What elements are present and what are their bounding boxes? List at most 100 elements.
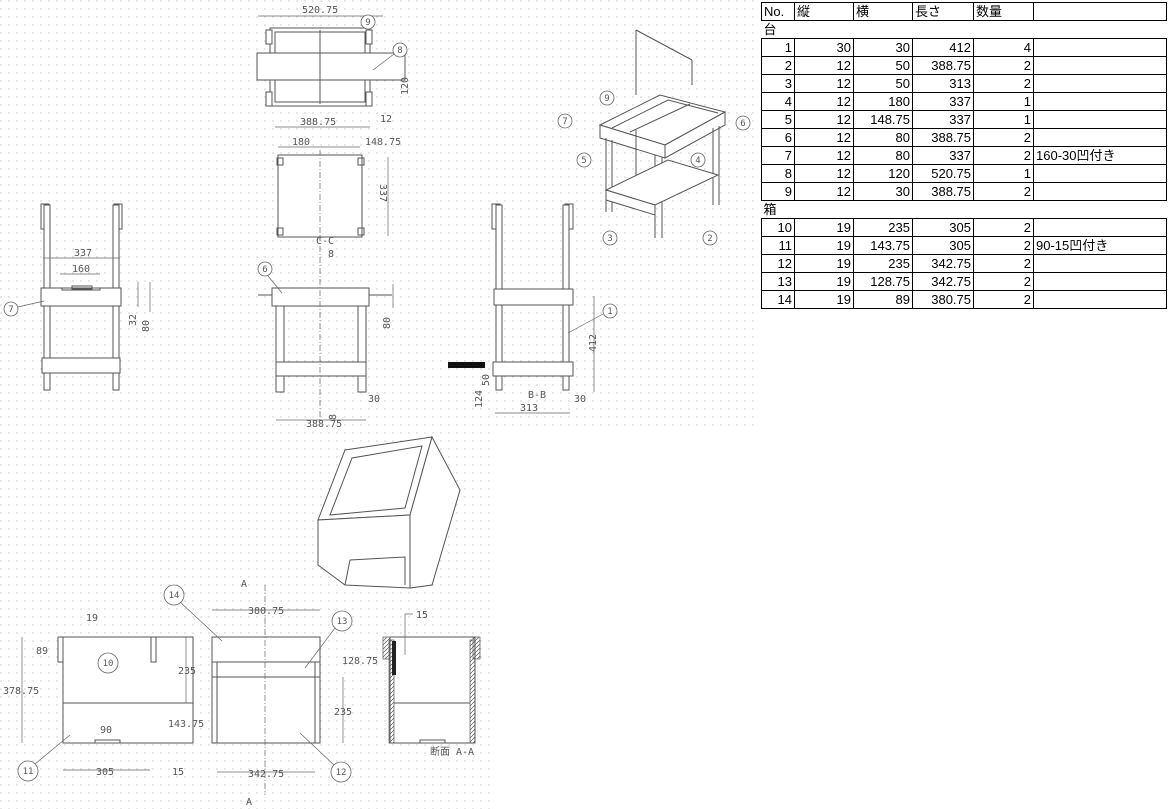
table-cell: 12 (794, 146, 854, 165)
table-cell (1033, 254, 1167, 273)
table-cell: 90-15凹付き (1033, 236, 1167, 255)
dimension-label: 30 (368, 394, 380, 405)
table-cell: 235 (853, 218, 913, 237)
dimension-label: 30 (574, 394, 586, 405)
table-cell: 19 (794, 272, 854, 291)
dimension-label: A (241, 579, 247, 590)
dimension-label: 8 (328, 249, 334, 260)
isometric-stand: 9 7 6 5 4 3 2 (557, 29, 751, 246)
table-cell: 19 (794, 290, 854, 309)
drawing-stroke (357, 227, 365, 236)
table-cell: 1 (973, 92, 1034, 111)
section-label-row: 台 (762, 21, 1167, 39)
drawing-stroke (330, 761, 352, 783)
table-cell: 5 (761, 110, 795, 129)
balloon-number: 1 (607, 307, 612, 317)
table-cell: 128.75 (853, 272, 913, 291)
drawing-stroke (602, 303, 618, 319)
drawing-stroke (275, 361, 367, 377)
table-cell: 342.75 (912, 254, 974, 273)
table-cell: 89 (853, 290, 913, 309)
drawing-stroke (256, 52, 406, 81)
table-cell: 12 (794, 128, 854, 147)
drawing-stroke (265, 29, 273, 45)
dimension-label: B-B (528, 390, 546, 401)
drawing-stroke (557, 113, 573, 129)
dimension-label: 180 (292, 137, 310, 148)
dimension-label: 305 (96, 767, 114, 778)
drawing-stroke (357, 157, 365, 166)
table-cell: 30 (853, 38, 913, 57)
section-label: 台 (763, 22, 777, 37)
table-cell: 11 (761, 236, 795, 255)
table-cell: 2 (973, 236, 1034, 255)
table-cell (1033, 110, 1167, 129)
drawing-stroke (344, 556, 406, 586)
table-cell: 50 (853, 74, 913, 93)
dimension-label: C-C (316, 236, 334, 247)
drawing-stroke (267, 275, 283, 294)
balloon-number: 7 (562, 117, 567, 127)
table-cell: 1 (761, 38, 795, 57)
drawing-stroke (576, 152, 592, 168)
drawing-stroke (404, 613, 413, 655)
dimension-label: 160 (72, 264, 90, 275)
drawing-stroke (492, 361, 574, 377)
balloon-number: 14 (169, 591, 180, 601)
balloon-number: 7 (8, 305, 13, 315)
table-cell: 2 (973, 74, 1034, 93)
dimension-label: 143.75 (168, 719, 204, 730)
table-cell: 10 (761, 218, 795, 237)
drawing-stroke (299, 732, 335, 766)
drawing-stroke (372, 53, 395, 71)
table-cell: 388.75 (912, 128, 974, 147)
drawing-stroke (419, 739, 446, 743)
drawing-stroke (3, 301, 19, 317)
balloon-number: 5 (581, 156, 586, 166)
balloon-number: 9 (365, 18, 370, 28)
front-view: 8 80 30 388.75 8 6 (257, 235, 394, 430)
drawing-stroke (40, 287, 122, 307)
drawing-stroke (41, 357, 121, 374)
table-cell: 30 (853, 182, 913, 201)
table-cell: 12 (794, 92, 854, 111)
drawing-stroke (34, 734, 71, 765)
dimension-label: 380.75 (248, 606, 284, 617)
table-cell: 2 (973, 290, 1034, 309)
table-cell: 50 (853, 56, 913, 75)
table-cell: 148.75 (853, 110, 913, 129)
drawing-stroke (664, 111, 726, 159)
balloon-number: 4 (695, 156, 700, 166)
dimension-label: 412 (588, 334, 599, 352)
dimension-label: 337 (74, 248, 92, 259)
drawing-stroke (365, 91, 373, 107)
drawing-stroke (360, 14, 376, 30)
drawing-stroke (611, 99, 719, 133)
drawing-stroke (605, 189, 656, 216)
table-cell: 305 (912, 218, 974, 237)
drawing-stroke (382, 636, 391, 660)
drawing-stroke (357, 305, 367, 393)
drawing-stroke (62, 636, 194, 744)
dimension-label: 337 (377, 184, 388, 202)
table-cell (1033, 182, 1167, 201)
drawing-stroke (150, 636, 157, 663)
table-cell: 12 (794, 164, 854, 183)
table-cell: 12 (794, 182, 854, 201)
balloon-number: 6 (262, 265, 267, 275)
dimension-label: A-A (456, 747, 474, 758)
table-cell: 2 (973, 218, 1034, 237)
table-cell: 12 (761, 254, 795, 273)
table-cell (1033, 92, 1167, 111)
balloon-number: 13 (337, 617, 348, 627)
dimension-label: 32 (128, 314, 139, 326)
drawing-stroke (163, 584, 185, 606)
